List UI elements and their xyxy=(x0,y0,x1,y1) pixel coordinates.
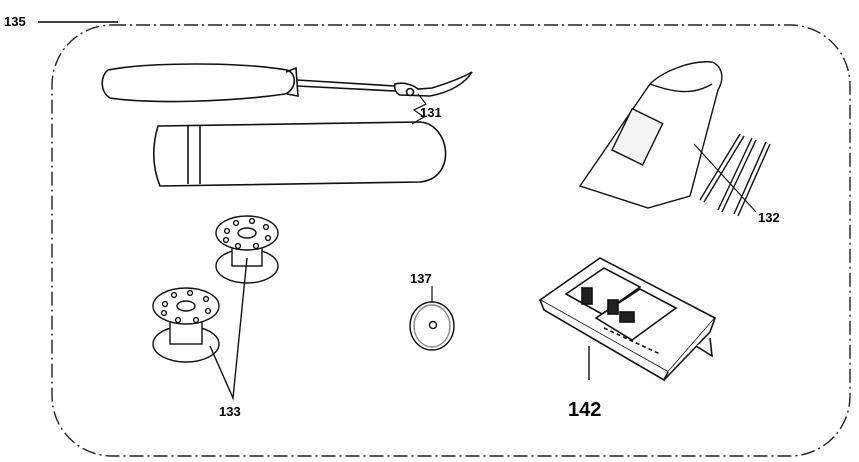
leader-133 xyxy=(209,257,248,401)
label-135: 135 xyxy=(4,14,26,29)
bobbin-icon xyxy=(215,215,279,284)
bobbin-icon xyxy=(152,287,220,363)
leader-132 xyxy=(693,143,757,213)
label-131: 131 xyxy=(420,105,442,120)
presser-foot-icon xyxy=(538,257,717,382)
seam-ripper-cap-icon xyxy=(152,121,447,187)
label-133: 133 xyxy=(219,404,241,419)
seam-ripper-icon xyxy=(101,63,473,103)
label-142: 142 xyxy=(568,399,601,421)
label-137: 137 xyxy=(410,271,432,286)
spool-cap-icon xyxy=(409,301,455,351)
needle-pack-icon xyxy=(578,61,771,217)
leader-131 xyxy=(411,93,427,125)
label-132: 132 xyxy=(758,210,780,225)
accessory-frame xyxy=(51,24,851,457)
